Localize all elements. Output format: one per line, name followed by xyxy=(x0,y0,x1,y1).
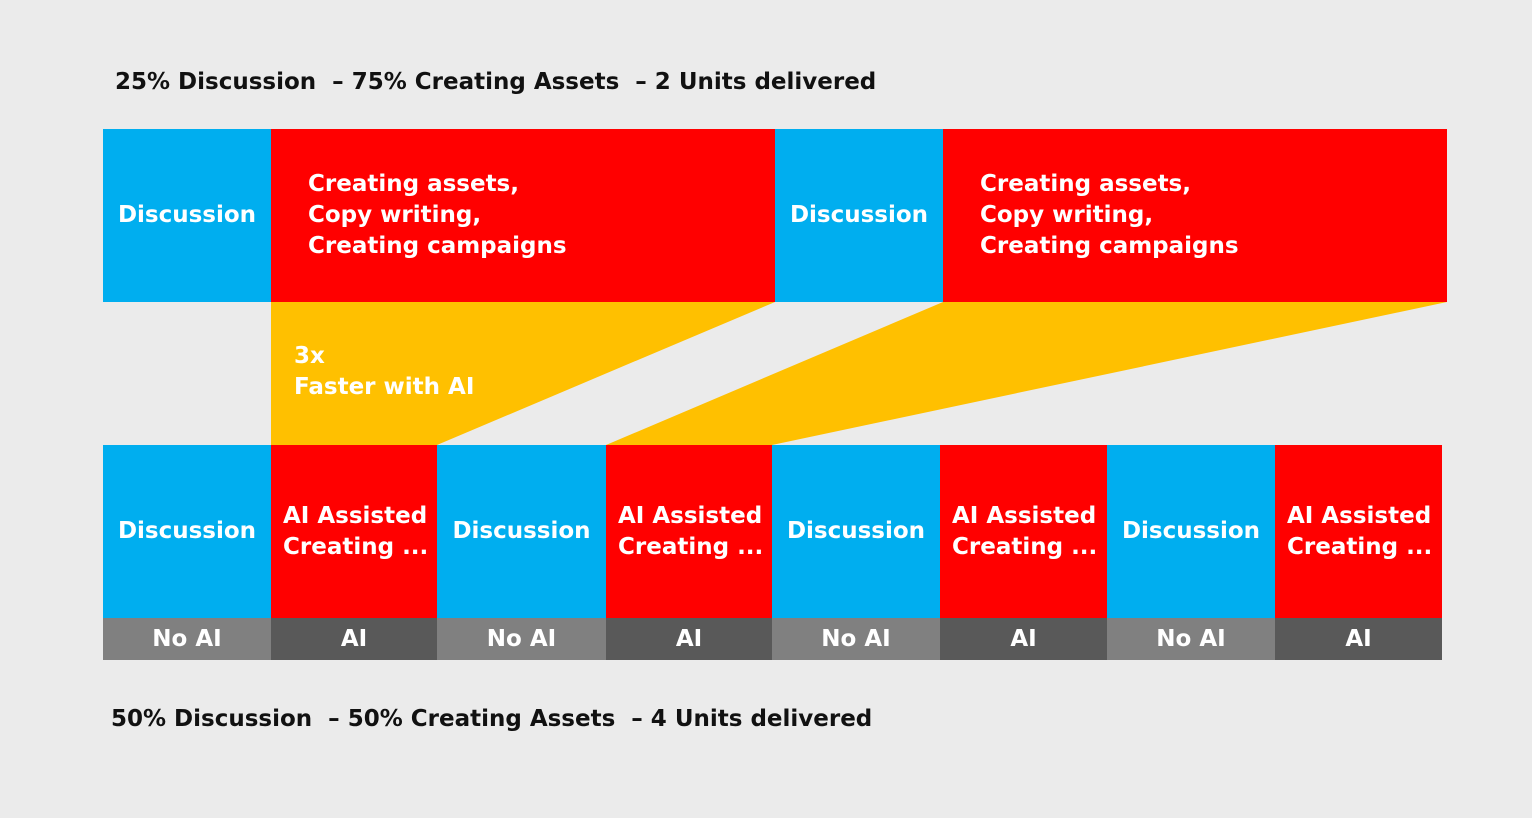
bottom-discussion-3: Discussion xyxy=(772,445,940,618)
top-discussion-2-label: Discussion xyxy=(789,202,929,228)
bottom-ai-creating-2-line-1: AI Assisted xyxy=(618,502,763,529)
top-creating-2-line-2: Copy writing, xyxy=(980,202,1154,228)
bottom-discussion-4-label: Discussion xyxy=(1121,518,1261,544)
top-discussion-1: Discussion xyxy=(103,129,271,302)
bottom-ai-creating-2-line-2: Creating ... xyxy=(618,533,764,560)
tag-no-ai-2: No AI xyxy=(437,618,606,660)
bottom-discussion-1-label: Discussion xyxy=(117,518,257,544)
bottom-ai-creating-3-line-1: AI Assisted xyxy=(952,502,1097,529)
bottom-ai-creating-1: AI Assisted Creating ... xyxy=(271,445,437,618)
funnel-2 xyxy=(606,302,1447,445)
bottom-ai-creating-1-line-1: AI Assisted xyxy=(283,502,428,529)
tag-ai-2: AI xyxy=(606,618,772,660)
bottom-discussion-1: Discussion xyxy=(103,445,271,618)
bottom-discussion-2-label: Discussion xyxy=(452,518,591,544)
bottom-ai-creating-4-line-1: AI Assisted xyxy=(1287,502,1432,529)
top-creating-1-line-1: Creating assets, xyxy=(308,171,519,197)
tag-no-ai-3: No AI xyxy=(772,618,940,660)
bottom-discussion-4: Discussion xyxy=(1107,445,1275,618)
bottom-ai-creating-2: AI Assisted Creating ... xyxy=(606,445,772,618)
funnel-1 xyxy=(271,302,775,445)
top-creating-2-line-1: Creating assets, xyxy=(980,171,1191,197)
bottom-ai-creating-3-line-2: Creating ... xyxy=(952,533,1098,560)
tag-ai-3: AI xyxy=(940,618,1107,660)
top-creating-1-line-2: Copy writing, xyxy=(308,202,482,228)
bottom-caption: 50% Discussion – 50% Creating Assets – 4… xyxy=(111,706,873,732)
top-discussion-1-label: Discussion xyxy=(117,202,257,228)
bottom-ai-creating-3: AI Assisted Creating ... xyxy=(940,445,1107,618)
speedup-annotation-line-1: 3x xyxy=(294,343,325,369)
top-creating-1: Creating assets, Copy writing, Creating … xyxy=(271,129,775,302)
bottom-ai-creating-1-line-2: Creating ... xyxy=(283,533,429,560)
speedup-annotation: 3x Faster with AI xyxy=(294,341,474,403)
bottom-ai-creating-4-line-2: Creating ... xyxy=(1287,533,1433,560)
top-discussion-2: Discussion xyxy=(775,129,943,302)
bottom-discussion-3-label: Discussion xyxy=(786,518,926,544)
top-creating-1-line-3: Creating campaigns xyxy=(308,233,567,259)
bottom-discussion-2: Discussion xyxy=(437,445,606,618)
top-creating-2-line-3: Creating campaigns xyxy=(980,233,1239,259)
top-creating-2: Creating assets, Copy writing, Creating … xyxy=(943,129,1447,302)
speedup-annotation-line-2: Faster with AI xyxy=(294,374,475,400)
tag-no-ai-1: No AI xyxy=(103,618,271,660)
tag-ai-4: AI xyxy=(1275,618,1442,660)
tag-ai-1: AI xyxy=(271,618,437,660)
tag-no-ai-4: No AI xyxy=(1107,618,1275,660)
bottom-ai-creating-4: AI Assisted Creating ... xyxy=(1275,445,1442,618)
top-caption: 25% Discussion – 75% Creating Assets – 2… xyxy=(115,69,877,95)
